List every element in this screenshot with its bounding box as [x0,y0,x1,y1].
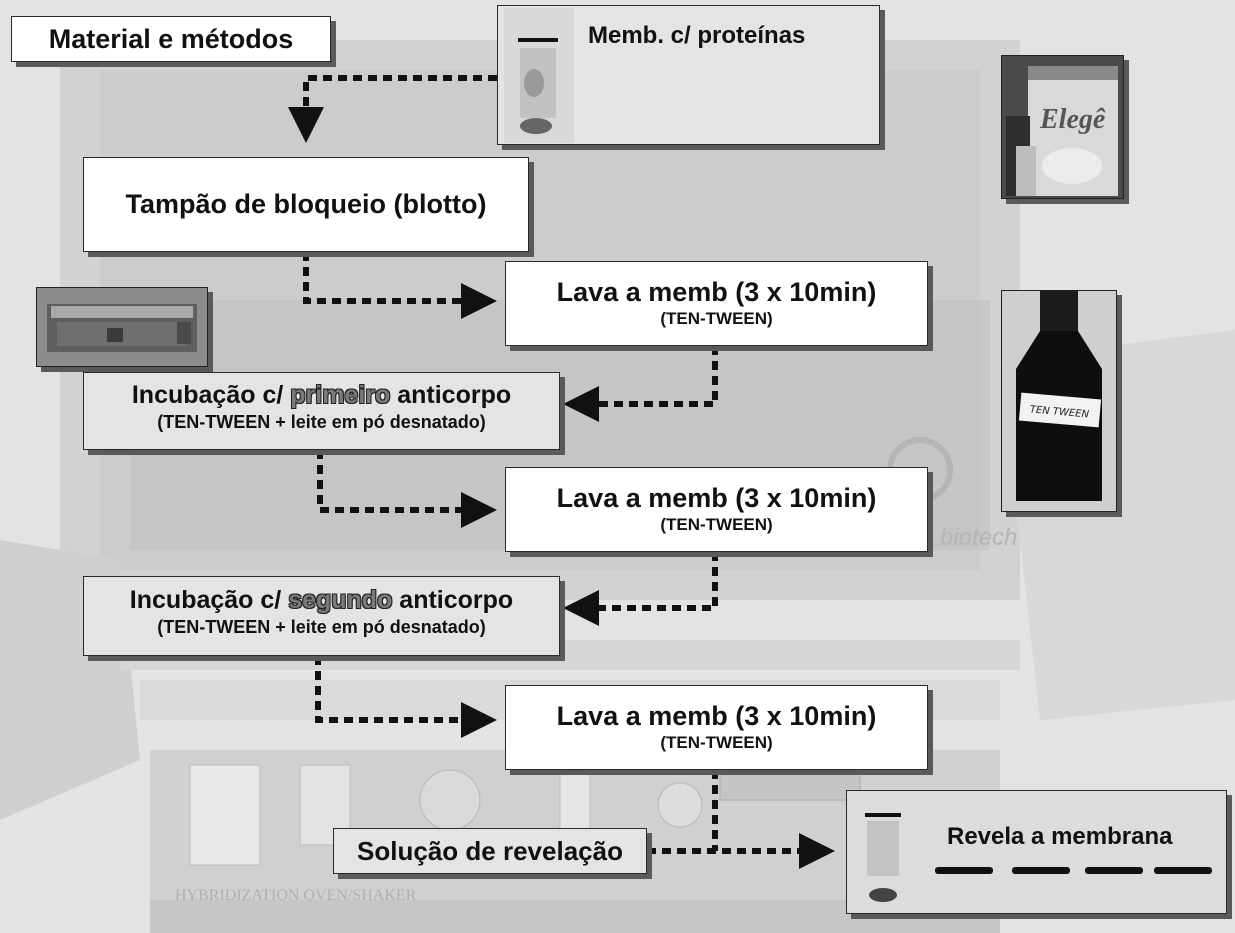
milk-can-label: Elegê [1039,104,1106,135]
arrow-lava1-to-inc1 [563,346,718,422]
inc1-prefix: Incubação c/ [131,381,291,409]
bg-watermark-text: biotech [940,524,1017,551]
inc2-title: Incubação c/ segundo anticorpo [84,584,559,616]
inc1-box: Incubação c/ primeiro anticorpo (TEN-TWE… [83,372,560,450]
incubation-tray-photo [36,287,208,367]
revela-label: Revela a membrana [947,823,1173,850]
material-box: Material e métodos [11,16,331,62]
inc1-sub: (TEN-TWEEN + leite em pó desnatado) [157,412,486,432]
inc2-suffix: anticorpo [392,586,514,614]
bottle-image: TEN TWEEN [1002,291,1116,511]
inc1-highlight: primeiro [290,381,391,409]
lava3-sub: (TEN-TWEEN) [660,733,773,752]
bloqueio-box: Tampão de bloqueio (blotto) [83,157,529,252]
lava2-title: Lava a memb (3 x 10min) [556,483,877,513]
inc2-prefix: Incubação c/ [129,586,289,614]
ten-tween-bottle-photo: TEN TWEEN [1001,290,1117,512]
lava1-box: Lava a memb (3 x 10min) (TEN-TWEEN) [505,261,928,346]
membrane-strip-image [504,8,574,143]
lava1-title: Lava a memb (3 x 10min) [556,277,877,307]
membrana-box: Memb. c/ proteínas [497,5,880,145]
milk-can-image: Elegê [1002,56,1123,198]
tray-image [37,288,207,366]
lava2-sub: (TEN-TWEEN) [660,515,773,534]
revelacao-label: Solução de revelação [357,836,623,866]
lava1-sub: (TEN-TWEEN) [660,309,773,328]
lava3-title: Lava a memb (3 x 10min) [556,701,877,731]
bloqueio-label: Tampão de bloqueio (blotto) [125,189,487,219]
milk-can-photo: Elegê [1001,55,1124,199]
revelacao-box: Solução de revelação [333,828,647,874]
material-label: Material e métodos [48,24,294,54]
arrow-lava2-to-inc2 [563,552,718,626]
arrow-membrana-to-bloqueio [288,75,497,143]
inc2-highlight: segundo [288,586,393,614]
lava3-box: Lava a memb (3 x 10min) (TEN-TWEEN) [505,685,928,770]
revela-box: Revela a membrana [846,790,1227,914]
bottle-label: TEN TWEEN [1029,404,1089,420]
developed-membrane-image [847,791,1226,913]
arrow-inc2-to-lava3 [315,656,497,738]
inc1-title: Incubação c/ primeiro anticorpo [84,379,559,411]
arrow-inc1-to-lava2 [317,450,497,528]
arrow-bloqueio-to-lava1 [303,252,497,319]
inc2-box: Incubação c/ segundo anticorpo (TEN-TWEE… [83,576,560,656]
inc1-suffix: anticorpo [390,381,512,409]
membrana-label: Memb. c/ proteínas [588,22,806,49]
lava2-box: Lava a memb (3 x 10min) (TEN-TWEEN) [505,467,928,552]
bg-panel-text: HYBRIDIZATION OVEN/SHAKER [175,887,417,904]
inc2-sub: (TEN-TWEEN + leite em pó desnatado) [157,617,486,637]
